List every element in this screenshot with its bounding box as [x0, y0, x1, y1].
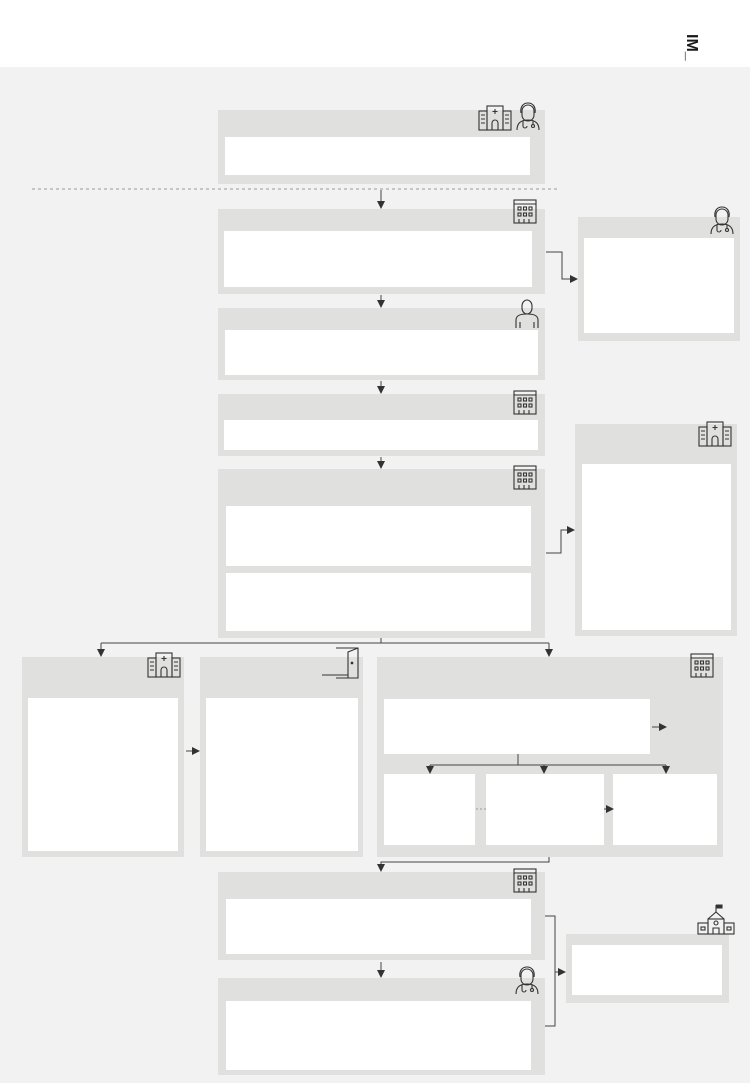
side-box-school-content: [572, 945, 722, 995]
step-box-4-content: [224, 420, 538, 450]
step-box-2-content: [224, 231, 532, 287]
person-icon: [515, 299, 539, 328]
step-box-1-content: [225, 137, 530, 175]
hospital-icon: [478, 105, 512, 131]
building-icon: [513, 390, 537, 415]
doctor-icon: [516, 102, 540, 131]
step-box-6-content: [226, 899, 531, 954]
doctor-icon: [710, 206, 734, 235]
branch-box-right-sub-2: [486, 774, 604, 845]
branch-box-right-sub-3: [613, 774, 717, 845]
doctor-icon: [515, 966, 539, 995]
branch-box-middle-content: [206, 698, 358, 851]
step-box-4: [218, 394, 545, 456]
step-box-7: [218, 978, 545, 1075]
branch-box-right-top: [384, 699, 650, 754]
step-box-5-content-a: [226, 506, 531, 566]
side-box-hospital: [575, 424, 737, 636]
step-box-5-content-b: [226, 573, 531, 631]
branch-box-right: [377, 657, 723, 857]
step-box-6: [218, 872, 545, 960]
step-box-5: [218, 469, 545, 638]
hospital-icon: [698, 421, 732, 447]
exit-door-icon: [322, 647, 359, 679]
side-box-doctor: [578, 217, 740, 341]
building-icon: [513, 465, 537, 490]
logo: IM_: [683, 34, 700, 61]
side-box-hospital-content: [582, 464, 731, 630]
side-box-school-panel: [566, 934, 729, 1002]
school-icon: [697, 904, 735, 935]
hospital-icon: [147, 652, 181, 678]
step-box-2: [218, 209, 545, 294]
step-box-7-content: [226, 1001, 531, 1070]
building-icon: [690, 653, 714, 678]
branch-box-right-sub-1: [384, 774, 475, 845]
step-box-1: [218, 110, 545, 184]
building-icon: [513, 199, 537, 224]
step-box-3: [218, 308, 545, 380]
branch-box-middle: [200, 657, 363, 857]
branch-box-left-content: [28, 698, 178, 851]
step-box-3-content: [225, 330, 538, 375]
side-box-doctor-content: [584, 238, 734, 333]
building-icon: [513, 868, 537, 893]
branch-box-left: [22, 657, 184, 857]
page-header: IM_: [0, 0, 750, 67]
